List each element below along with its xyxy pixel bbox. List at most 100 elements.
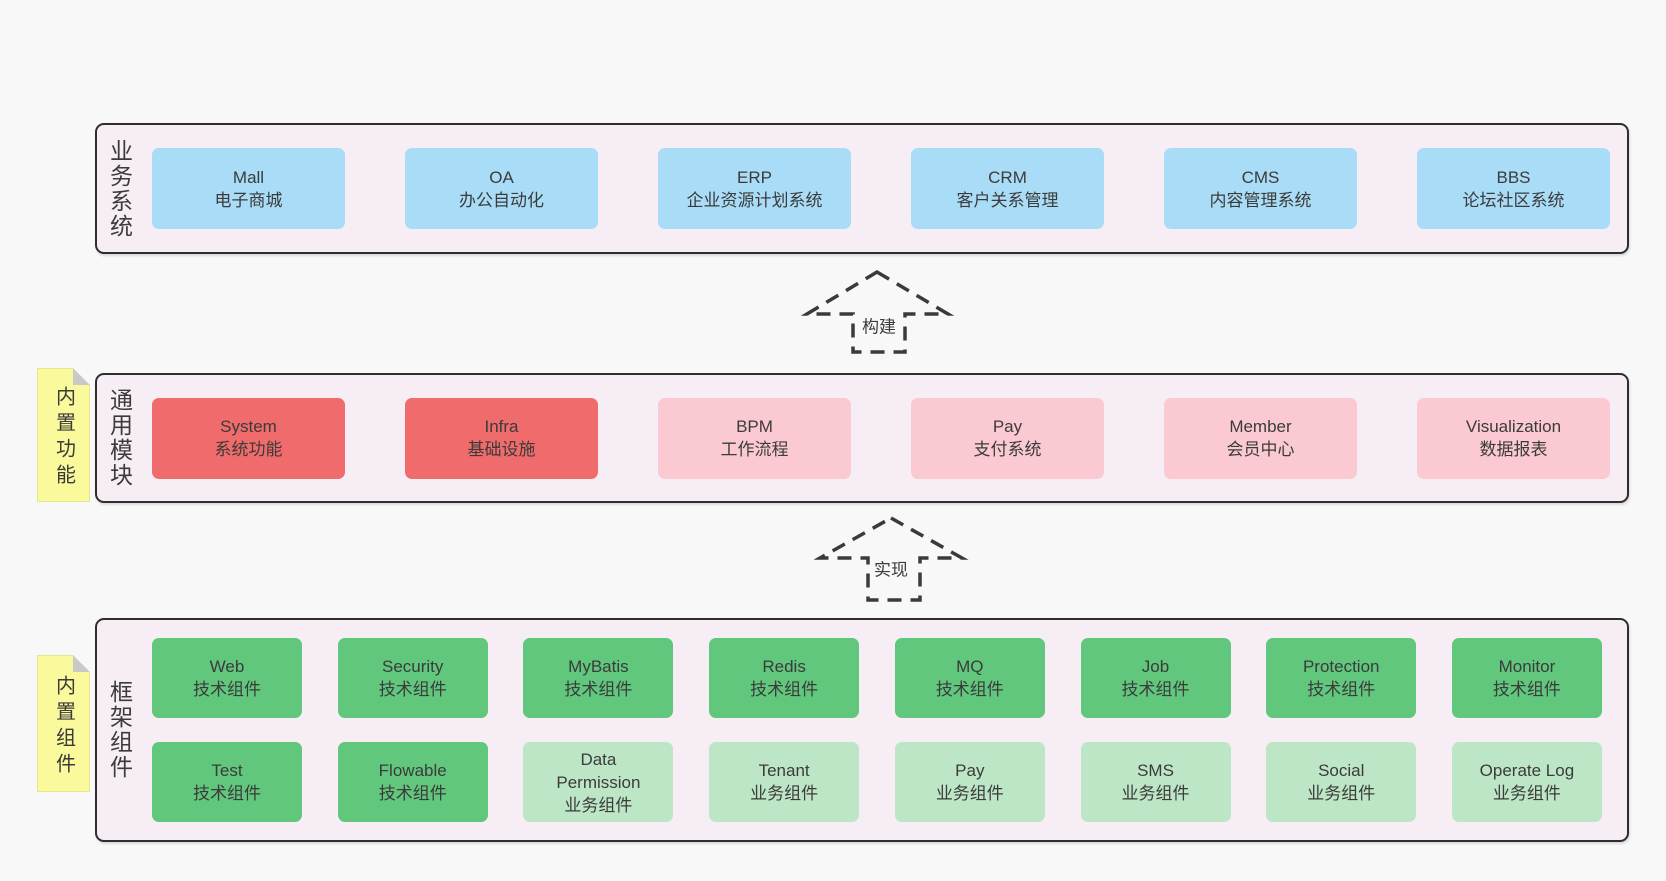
box-desc: 支付系统 <box>973 440 1042 459</box>
panel-modules-label: 通用模块 <box>106 388 133 488</box>
box-desc: 业务组件 <box>1121 784 1190 803</box>
box-sms: SMS 业务组件 <box>1080 742 1231 822</box>
box-name: Monitor <box>1498 657 1556 676</box>
box-desc: 工作流程 <box>720 440 789 459</box>
box-security: Security 技术组件 <box>337 638 488 718</box>
box-name: Redis <box>762 657 806 676</box>
sticky-label: 内置组件 <box>52 674 75 779</box>
box-pay-system: Pay 支付系统 <box>911 397 1104 479</box>
box-name: Pay <box>955 761 985 780</box>
panel-components-label: 框架组件 <box>106 680 133 780</box>
box-job: Job 技术组件 <box>1080 638 1231 718</box>
box-name: Test <box>211 761 243 780</box>
component-boxes-grid: Web 技术组件 Security 技术组件 MyBatis 技术组件 Redi… <box>141 620 1627 840</box>
box-desc: 业务组件 <box>750 784 819 803</box>
business-boxes-row: Mall 电子商城 OA 办公自动化 ERP 企业资源计划系统 CRM 客户关系… <box>141 125 1627 252</box>
arrow-build: 构建 <box>800 267 955 359</box>
box-name: Data Permission <box>556 749 641 792</box>
panel-common-modules: 通用模块 System 系统功能 Infra 基础设施 BPM 工作流程 Pay… <box>95 373 1629 503</box>
box-visualization: Visualization 数据报表 <box>1417 397 1610 479</box>
arrow-build-label: 构建 <box>859 310 899 340</box>
box-desc: 业务组件 <box>1307 784 1376 803</box>
box-desc: 业务组件 <box>1492 784 1561 803</box>
box-tenant: Tenant 业务组件 <box>709 742 860 822</box>
box-mybatis: MyBatis 技术组件 <box>523 638 674 718</box>
box-name: SMS <box>1137 761 1174 780</box>
box-name: Tenant <box>758 761 810 780</box>
box-name: Visualization <box>1465 417 1562 436</box>
sticky-note-builtin-features: 内置功能 <box>37 368 90 502</box>
box-protection: Protection 技术组件 <box>1266 638 1417 718</box>
box-name: Mall <box>232 167 265 187</box>
box-erp: ERP 企业资源计划系统 <box>658 148 851 229</box>
up-arrow-dashed-icon <box>814 515 969 602</box>
folded-corner-icon <box>73 655 90 672</box>
box-name: ERP <box>737 167 772 187</box>
box-desc: 技术组件 <box>193 680 261 699</box>
module-boxes-row: System 系统功能 Infra 基础设施 BPM 工作流程 Pay 支付系统… <box>141 375 1627 501</box>
box-data-permission: Data Permission 业务组件 <box>523 742 674 822</box>
box-desc: 办公自动化 <box>459 190 544 210</box>
box-flowable: Flowable 技术组件 <box>337 742 488 822</box>
box-desc: 系统功能 <box>214 440 283 459</box>
box-desc: 企业资源计划系统 <box>686 190 823 210</box>
box-name: Pay <box>992 417 1023 436</box>
box-redis: Redis 技术组件 <box>709 638 860 718</box>
box-name: Operate Log <box>1479 761 1575 780</box>
component-row-1: Web 技术组件 Security 技术组件 MyBatis 技术组件 Redi… <box>152 638 1602 718</box>
box-desc: 技术组件 <box>935 680 1004 699</box>
box-member: Member 会员中心 <box>1164 397 1357 479</box>
box-name: BPM <box>736 417 773 436</box>
box-monitor: Monitor 技术组件 <box>1451 638 1602 718</box>
box-desc: 技术组件 <box>750 680 819 699</box>
box-desc: 技术组件 <box>378 784 447 803</box>
box-name: BBS <box>1496 167 1531 187</box>
box-cms: CMS 内容管理系统 <box>1164 148 1357 229</box>
box-name: System <box>220 417 277 436</box>
box-desc: 客户关系管理 <box>956 190 1059 210</box>
box-name: MyBatis <box>568 657 629 676</box>
box-infra: Infra 基础设施 <box>405 397 598 479</box>
panel-business-systems: 业务系统 Mall 电子商城 OA 办公自动化 ERP 企业资源计划系统 CRM… <box>95 123 1629 254</box>
box-desc: 技术组件 <box>378 680 447 699</box>
arrow-implement: 实现 <box>814 513 969 605</box>
box-desc: 数据报表 <box>1479 440 1548 459</box>
box-name: Infra <box>484 417 519 436</box>
box-desc: 电子商城 <box>214 190 283 210</box>
box-name: OA <box>489 167 514 187</box>
box-bpm: BPM 工作流程 <box>658 397 851 479</box>
box-name: Protection <box>1302 657 1380 676</box>
box-name: Social <box>1318 761 1365 780</box>
panel-framework-components: 框架组件 Web 技术组件 Security 技术组件 MyBatis 技术组件… <box>95 618 1629 842</box>
box-mall: Mall 电子商城 <box>152 148 345 229</box>
box-bbs: BBS 论坛社区系统 <box>1417 148 1610 229</box>
box-desc: 内容管理系统 <box>1209 190 1312 210</box>
box-oa: OA 办公自动化 <box>405 148 598 229</box>
panel-business-label: 业务系统 <box>106 138 133 239</box>
box-desc: 技术组件 <box>193 784 261 803</box>
box-name: MQ <box>956 657 984 676</box>
box-mq: MQ 技术组件 <box>894 638 1045 718</box>
sticky-note-builtin-components: 内置组件 <box>37 655 90 792</box>
box-desc: 技术组件 <box>1492 680 1561 699</box>
box-name: Security <box>381 657 444 676</box>
box-desc: 论坛社区系统 <box>1462 190 1565 210</box>
box-desc: 技术组件 <box>1307 680 1376 699</box>
box-web: Web 技术组件 <box>152 638 302 718</box>
box-desc: 技术组件 <box>1121 680 1190 699</box>
box-name: Job <box>1141 657 1170 676</box>
box-name: Flowable <box>378 761 447 780</box>
arrow-implement-label: 实现 <box>871 553 911 583</box>
box-name: Member <box>1229 417 1292 436</box>
box-name: CMS <box>1241 167 1280 187</box>
box-test: Test 技术组件 <box>152 742 302 822</box>
box-name: Web <box>209 657 245 676</box>
box-pay-component: Pay 业务组件 <box>894 742 1045 822</box>
up-arrow-dashed-icon <box>800 269 955 354</box>
folded-corner-icon <box>73 368 90 385</box>
box-desc: 基础设施 <box>467 440 536 459</box>
box-desc: 会员中心 <box>1226 440 1295 459</box>
box-desc: 业务组件 <box>564 795 633 815</box>
sticky-label: 内置功能 <box>52 386 75 490</box>
